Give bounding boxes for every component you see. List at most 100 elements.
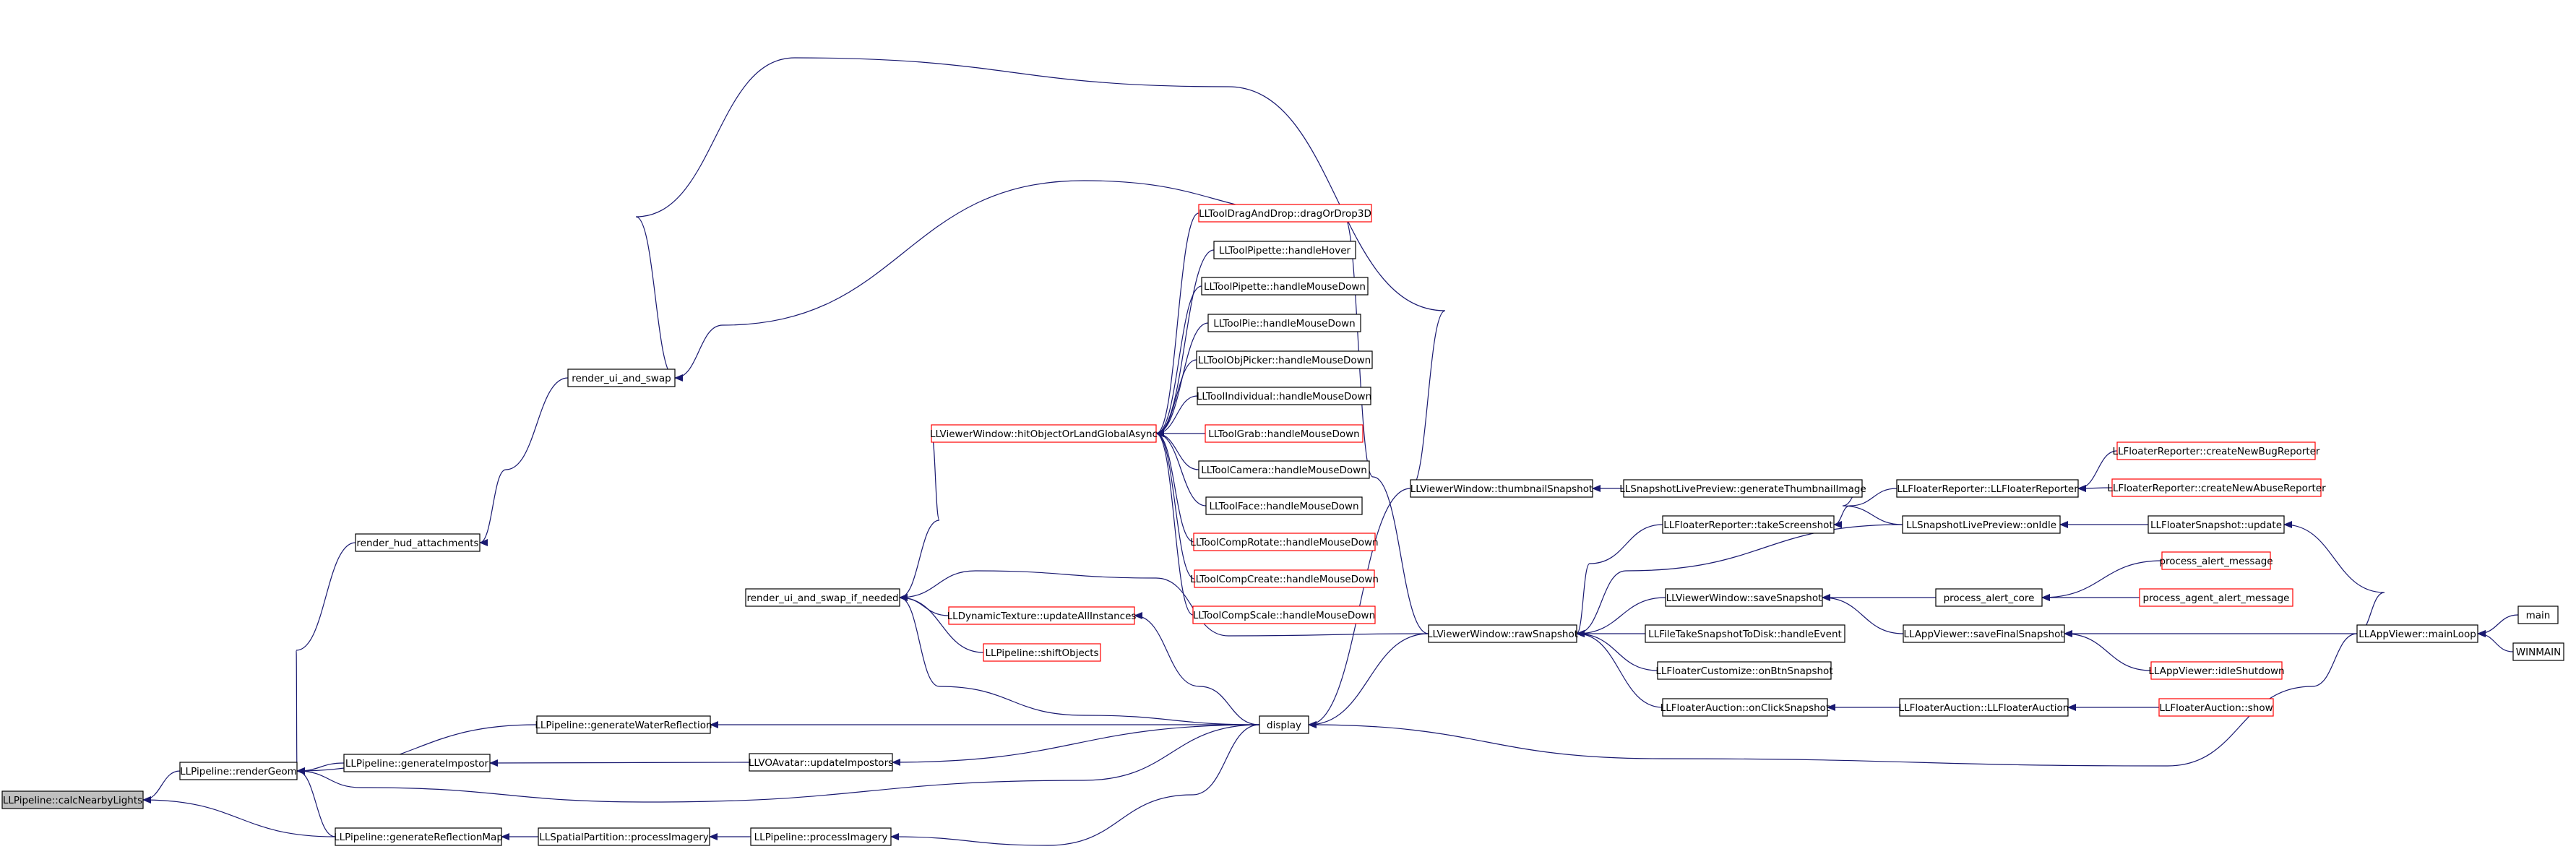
node-compCreate[interactable]: LLToolCompCreate::handleMouseDown <box>1190 569 1379 588</box>
node-box[interactable] <box>1896 479 2079 498</box>
node-box[interactable] <box>750 827 892 846</box>
node-box[interactable] <box>1665 588 1823 607</box>
node-box[interactable] <box>1902 515 2061 534</box>
node-saveSnap[interactable]: LLViewerWindow::saveSnapshot <box>1665 588 1823 607</box>
node-box[interactable] <box>1935 588 2043 607</box>
node-aucCtor[interactable]: LLFloaterAuction::LLFloaterAuction <box>1899 698 2069 717</box>
node-box[interactable] <box>1428 624 1577 643</box>
node-pipHover[interactable]: LLToolPipette::handleHover <box>1213 241 1356 259</box>
node-box[interactable] <box>343 754 491 772</box>
node-newAbuse[interactable]: LLFloaterReporter::createNewAbuseReporte… <box>2107 478 2326 497</box>
node-box[interactable] <box>567 369 676 387</box>
node-box[interactable] <box>1205 424 1364 443</box>
node-box[interactable] <box>931 424 1157 443</box>
node-box[interactable] <box>2116 441 2316 460</box>
node-dragDrop[interactable]: LLToolDragAndDrop::dragOrDrop3D <box>1198 204 1372 223</box>
node-grab[interactable]: LLToolGrab::handleMouseDown <box>1205 424 1364 443</box>
node-calc[interactable]: LLPipeline::calcNearbyLights <box>1 790 144 809</box>
node-snapUpdate[interactable]: LLFloaterSnapshot::update <box>2148 515 2285 534</box>
node-box[interactable] <box>2111 478 2322 497</box>
node-pipDown[interactable]: LLToolPipette::handleMouseDown <box>1201 277 1369 296</box>
node-box[interactable] <box>1197 387 1371 405</box>
node-face[interactable]: LLToolFace::handleMouseDown <box>1205 496 1363 515</box>
node-box[interactable] <box>1192 605 1376 624</box>
node-genThumb[interactable]: LLSnapshotLivePreview::generateThumbnail… <box>1619 479 1866 498</box>
node-box[interactable] <box>2517 605 2559 624</box>
node-mainLoop[interactable]: LLAppViewer::mainLoop <box>2356 624 2478 643</box>
node-hitObj[interactable]: LLViewerWindow::hitObjectOrLandGlobalAsy… <box>930 424 1158 443</box>
node-box[interactable] <box>1194 569 1375 588</box>
node-box[interactable] <box>1198 460 1370 479</box>
node-box[interactable] <box>1198 204 1372 223</box>
node-renderUiIf[interactable]: render_ui_and_swap_if_needed <box>745 588 900 607</box>
node-camera[interactable]: LLToolCamera::handleMouseDown <box>1198 460 1370 479</box>
node-idleShutdown[interactable]: LLAppViewer::idleShutdown <box>2148 661 2285 680</box>
node-aucClick[interactable]: LLFloaterAuction::onClickSnapshot <box>1660 698 1830 717</box>
node-updImpostors[interactable]: LLVOAvatar::updateImpostors <box>749 753 893 772</box>
node-box[interactable] <box>983 643 1101 662</box>
node-box[interactable] <box>1662 515 1835 534</box>
node-box[interactable] <box>745 588 900 607</box>
node-box[interactable] <box>1662 698 1828 717</box>
node-winmain[interactable]: WINMAIN <box>2512 642 2564 661</box>
node-genWater[interactable]: LLPipeline::generateWaterReflection <box>535 715 712 734</box>
node-display[interactable]: display <box>1259 715 1309 734</box>
node-box[interactable] <box>1201 277 1369 296</box>
node-box[interactable] <box>2148 515 2285 534</box>
node-box[interactable] <box>179 762 298 780</box>
node-onIdle[interactable]: LLSnapshotLivePreview::onIdle <box>1902 515 2061 534</box>
node-reporterCtor[interactable]: LLFloaterReporter::LLFloaterReporter <box>1896 479 2079 498</box>
node-newBug[interactable]: LLFloaterReporter::createNewBugReporter <box>2112 441 2320 460</box>
node-box[interactable] <box>355 533 481 552</box>
node-renderHud[interactable]: render_hud_attachments <box>355 533 481 552</box>
node-customize[interactable]: LLFloaterCustomize::onBtnSnapshot <box>1655 661 1833 680</box>
node-fileTake[interactable]: LLFileTakeSnapshotToDisk::handleEvent <box>1645 624 1845 643</box>
node-box[interactable] <box>1196 350 1373 369</box>
node-saveFinal[interactable]: LLAppViewer::saveFinalSnapshot <box>1903 624 2065 643</box>
node-alertMsg[interactable]: process_alert_message <box>2159 551 2273 570</box>
node-box[interactable] <box>1259 715 1309 734</box>
node-box[interactable] <box>1903 624 2065 643</box>
node-box[interactable] <box>1657 661 1832 680</box>
node-genImpostor[interactable]: LLPipeline::generateImpostor <box>343 754 491 772</box>
node-box[interactable] <box>1193 533 1376 551</box>
node-box[interactable] <box>1205 496 1363 515</box>
node-box[interactable] <box>538 827 710 846</box>
node-box[interactable] <box>948 606 1135 625</box>
node-box[interactable] <box>1645 624 1845 643</box>
node-box[interactable] <box>1410 479 1593 498</box>
node-agentAlert[interactable]: process_agent_alert_message <box>2139 588 2293 607</box>
node-dynTex[interactable]: LLDynamicTexture::updateAllInstances <box>947 606 1137 625</box>
node-spatialProc[interactable]: LLSpatialPartition::processImagery <box>538 827 710 846</box>
node-box[interactable] <box>2139 588 2293 607</box>
node-box[interactable] <box>2356 624 2478 643</box>
node-box[interactable] <box>2512 642 2564 661</box>
node-individual[interactable]: LLToolIndividual::handleMouseDown <box>1197 387 1371 405</box>
node-compRotate[interactable]: LLToolCompRotate::handleMouseDown <box>1190 533 1379 551</box>
node-box[interactable] <box>2158 698 2274 717</box>
node-box[interactable] <box>335 827 502 846</box>
node-box[interactable] <box>1 790 144 809</box>
node-alertCore[interactable]: process_alert_core <box>1935 588 2043 607</box>
node-box[interactable] <box>2161 551 2271 570</box>
node-box[interactable] <box>2150 661 2283 680</box>
node-aucShow[interactable]: LLFloaterAuction::show <box>2158 698 2274 717</box>
node-renderUi[interactable]: render_ui_and_swap <box>567 369 676 387</box>
node-box[interactable] <box>1623 479 1863 498</box>
node-box[interactable] <box>536 715 711 734</box>
node-pipeProc[interactable]: LLPipeline::processImagery <box>750 827 892 846</box>
node-thumb[interactable]: LLViewerWindow::thumbnailSnapshot <box>1410 479 1593 498</box>
node-shiftObj[interactable]: LLPipeline::shiftObjects <box>983 643 1101 662</box>
node-renderGeom[interactable]: LLPipeline::renderGeom <box>179 762 298 780</box>
node-objPicker[interactable]: LLToolObjPicker::handleMouseDown <box>1196 350 1373 369</box>
node-box[interactable] <box>1213 241 1356 259</box>
node-main[interactable]: main <box>2517 605 2559 624</box>
node-box[interactable] <box>1899 698 2069 717</box>
node-rawSnap[interactable]: LLViewerWindow::rawSnapshot <box>1427 624 1578 643</box>
node-compScale[interactable]: LLToolCompScale::handleMouseDown <box>1192 605 1376 624</box>
node-box[interactable] <box>1207 314 1361 332</box>
node-takeShot[interactable]: LLFloaterReporter::takeScreenshot <box>1662 515 1835 534</box>
node-genRefl[interactable]: LLPipeline::generateReflectionMap <box>334 827 503 846</box>
node-pieDown[interactable]: LLToolPie::handleMouseDown <box>1207 314 1361 332</box>
node-box[interactable] <box>749 753 893 772</box>
